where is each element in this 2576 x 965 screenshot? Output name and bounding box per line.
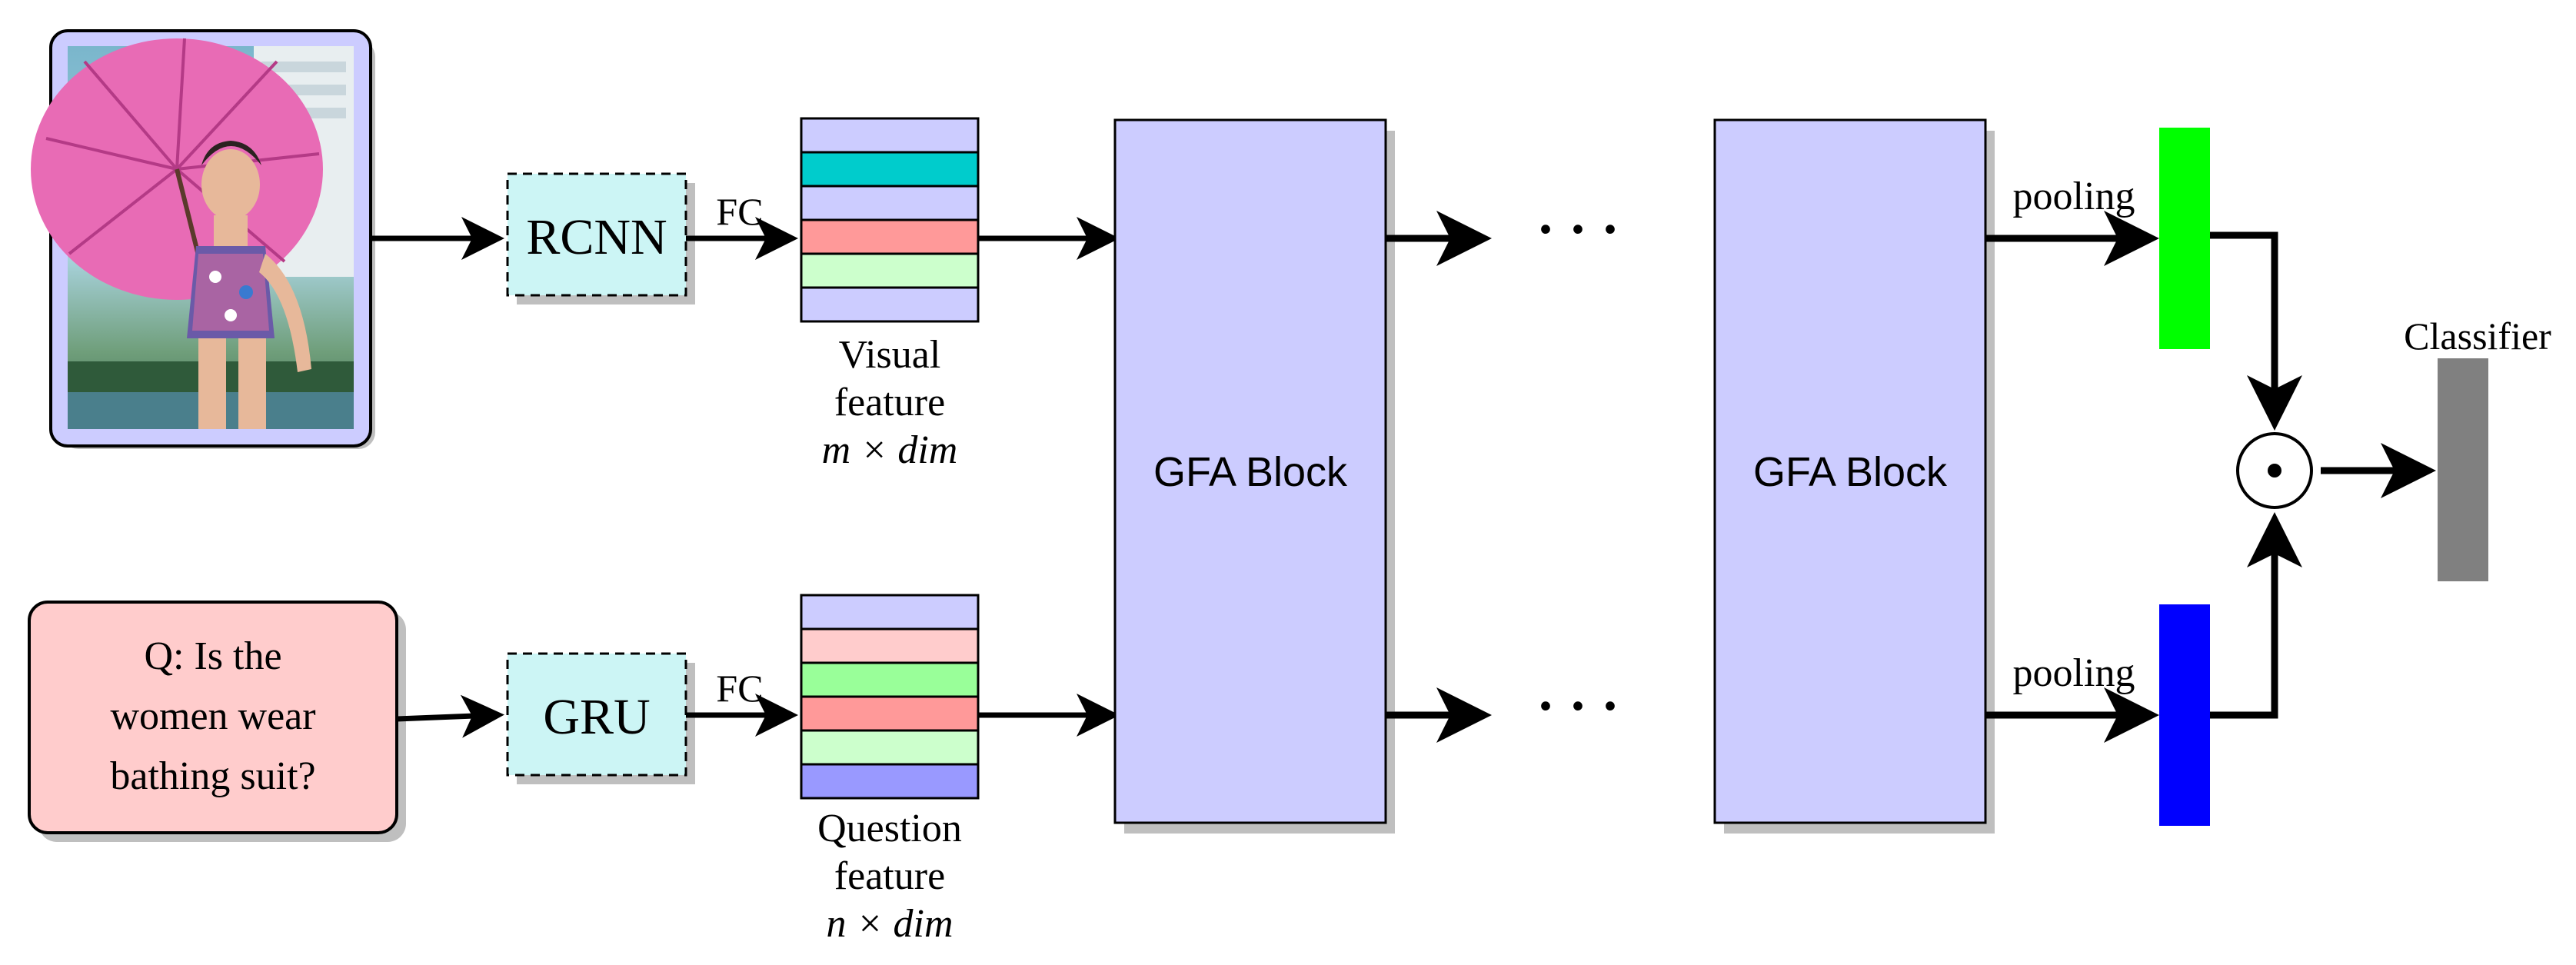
gru-encoder: GRU: [506, 652, 695, 784]
block1-output-arrows: [1386, 211, 1492, 743]
fusion-operator: [2236, 432, 2313, 509]
ellipsis-top: · · ·: [1536, 198, 1619, 260]
question-line-2: women wear: [110, 694, 315, 738]
visual-to-fusion-arrow: [2210, 231, 2302, 431]
pooling-arrows: [1985, 211, 2159, 743]
pooled-visual-vector: [2159, 128, 2210, 349]
fc-label-visual: FC: [716, 190, 763, 233]
visual-feature-row-3: [800, 185, 980, 221]
question-to-fusion-arrow: [2210, 512, 2302, 719]
gfa-block-2-label: GFA Block: [1753, 449, 1948, 495]
gru-label: GRU: [543, 689, 650, 745]
classifier-label: Classifier: [2404, 314, 2551, 358]
question-feature-row-1: [800, 594, 980, 631]
question-feature-row-2: [800, 627, 980, 664]
rcnn-label: RCNN: [526, 209, 667, 265]
question-line-3: bathing suit?: [110, 754, 315, 798]
classifier-block: [2438, 358, 2488, 581]
input-image: [31, 38, 354, 429]
visual-feature-row-1: [800, 117, 980, 154]
question-feature-stack: [800, 594, 980, 800]
question-line-1: Q: Is the: [144, 634, 281, 678]
gfa-block-1: GFA Block: [1113, 118, 1395, 834]
visual-feature-row-2: [800, 151, 980, 188]
input-arrows: [371, 217, 504, 738]
visual-feature-stack: [800, 117, 980, 323]
rcnn-encoder: RCNN: [506, 172, 695, 304]
pooled-question-vector: [2159, 604, 2210, 826]
question-box: Q: Is the women wear bathing suit?: [28, 601, 406, 842]
question-feature-dims: n × dim: [826, 902, 953, 946]
visual-feature-label-1: Visual: [839, 333, 941, 377]
question-feature-label-1: Question: [817, 807, 962, 850]
question-feature-row-3: [800, 661, 980, 698]
fc-arrows: [686, 217, 798, 737]
question-feature-row-5: [800, 729, 980, 766]
visual-feature-dims: m × dim: [822, 428, 958, 472]
ellipsis-bottom: · · ·: [1536, 675, 1619, 737]
visual-feature-label-2: feature: [834, 381, 945, 424]
feature-to-block-arrows: [978, 217, 1120, 737]
visual-feature-row-6: [800, 286, 980, 323]
visual-feature-row-4: [800, 218, 980, 255]
pooling-label-bottom: pooling: [2013, 651, 2135, 695]
question-feature-row-6: [800, 763, 980, 800]
fusion-arrows: [2210, 231, 2302, 719]
question-feature-row-4: [800, 695, 980, 732]
gfa-block-2: GFA Block: [1713, 118, 1995, 834]
pooling-label-top: pooling: [2013, 175, 2135, 218]
gfa-block-1-label: GFA Block: [1153, 449, 1348, 495]
question-to-gru-arrow: [396, 694, 504, 738]
fc-label-question: FC: [716, 667, 763, 710]
question-feature-label-2: feature: [834, 854, 945, 898]
image-panel: [31, 29, 375, 449]
visual-feature-row-5: [800, 252, 980, 289]
